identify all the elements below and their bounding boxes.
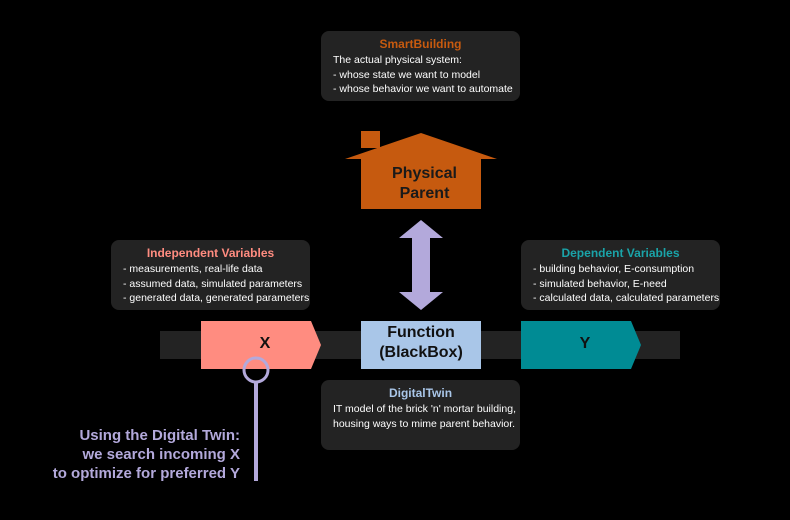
dependent-variable-line: - building behavior, E-consumption [533,263,695,275]
house-chimney [361,131,380,148]
smartbuilding-line: The actual physical system: [333,54,462,66]
double-arrow-icon [399,220,443,310]
usage-line: to optimize for preferred Y [52,465,240,482]
function-label: Function (BlackBox) [361,323,481,363]
digitaltwin-line: housing ways to mime parent behavior. [333,417,516,430]
usage-line: we search incoming X [82,446,240,463]
digitaltwin-title: DigitalTwin [388,386,453,400]
pin-ring [242,356,270,384]
independent-variable-line: - generated data, generated parameters [123,292,310,304]
house-body [361,159,481,209]
smartbuilding-title: SmartBuilding [379,37,462,51]
dependent-variable-line: - simulated behavior, E-need [533,277,667,290]
usage-line: Using the Digital Twin: [79,427,240,444]
search-pin-icon [242,356,270,481]
function-line1: Function [387,324,455,341]
dependent-variables-box: Dependent Variables - building behavior,… [521,240,720,310]
x-input-block [201,321,321,369]
dependent-variables-title: Dependent Variables [561,246,680,260]
digitaltwin-info-box: DigitalTwin IT model of the brick 'n' mo… [321,380,520,450]
independent-variables-box: Independent Variables - measurements, re… [111,240,310,310]
smartbuilding-line: - whose state we want to model [333,68,481,81]
smartbuilding-info-box: SmartBuilding The actual physical system… [321,31,520,101]
y-label: Y [579,335,591,352]
physical-parent-line1: Physical [392,165,457,182]
independent-variables-title: Independent Variables [146,246,275,260]
independent-variable-line: - assumed data, simulated parameters [123,277,303,290]
usage-description: Using the Digital Twin: we search incomi… [53,426,240,483]
house-roof [345,133,497,159]
physical-parent-label: Physical Parent [361,164,488,204]
x-label: X [259,335,271,352]
digitaltwin-line: IT model of the brick 'n' mortar buildin… [333,403,516,415]
function-line2: (BlackBox) [379,344,463,361]
dependent-variable-line: - calculated data, calculated parameters [533,292,720,304]
function-block [361,321,481,369]
independent-variable-line: - measurements, real-life data [123,263,263,275]
y-output-block [521,321,641,369]
physical-parent-line2: Parent [399,185,450,202]
house-icon [345,131,497,209]
smartbuilding-line: - whose behavior we want to automate [333,83,513,95]
